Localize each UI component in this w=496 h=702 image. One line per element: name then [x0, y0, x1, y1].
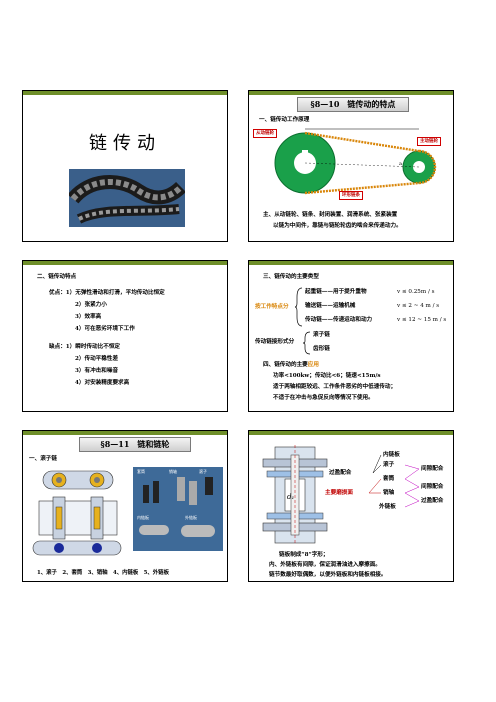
fit-clearance-2: 间隙配合	[421, 484, 444, 490]
advantage-2: 2）张紧力小	[75, 302, 107, 308]
fit-interference-1: 过盈配合	[329, 470, 352, 476]
label-driver-sprocket: 主动链轮	[417, 137, 441, 146]
slide-heading: §8—10 链传动的特点	[297, 97, 409, 112]
chain-drive-diagram: a	[274, 128, 437, 195]
principle-line: 以链为中间件，靠链与链轮轮齿的啮合来传递动力。	[273, 223, 402, 229]
components-line: 主、从动链轮、链条、封闭装置、润滑系统、张紧装置	[263, 212, 398, 218]
section-heading: 三、链传动的主要类型	[263, 274, 319, 280]
photo-label-roller: 滚子	[199, 469, 207, 474]
note-8-shape: 链板制成“8”字形；	[279, 552, 329, 558]
type-transmission: 传动链——传递运动和动力	[305, 317, 373, 323]
speed-transmission: v ≤ 12 ~ 15 m / s	[397, 317, 447, 323]
application-unsuitable: 不适于在冲击与急促反向等情况下使用。	[273, 395, 374, 401]
part-outer-plate: 外链板	[379, 504, 396, 510]
part-inner-plate: 内链板	[383, 452, 400, 458]
slide-heading: §8—11 链和链轮	[79, 437, 191, 452]
section-heading: 一、滚子链	[29, 456, 57, 462]
chain-image	[69, 169, 185, 227]
form-roller: 滚子链	[313, 332, 330, 338]
photo-label-outer-plate: 外链板	[185, 515, 197, 520]
advantage-1: 优点：1）无弹性滑动和打滑，平均传动比恒定	[49, 290, 165, 296]
slide-accent-bar	[249, 261, 453, 265]
slide-accent-bar	[23, 431, 227, 435]
speed-lifting: v ≤ 0.25m / s	[397, 289, 435, 295]
group-by-form: 传动链接形式分	[255, 339, 295, 345]
slide-roller-chain: §8—11 链和链轮 一、滚子链	[22, 430, 228, 582]
slide-roller-chain-structure: d₁ 过盈配合 主要磨损面 内链板 滚子 套筒 销轴 外链板 间隙配合 间隙配合…	[248, 430, 454, 582]
application-prefix: 四、链传动的主要	[263, 362, 308, 368]
slide-title: 链传动	[22, 90, 228, 242]
form-tooth: 齿形链	[313, 346, 330, 352]
chain-photo	[69, 169, 185, 227]
section-heading: 一、链传动工作原理	[259, 117, 310, 123]
slide-accent-bar	[23, 91, 227, 95]
roller-chain-drawing	[32, 470, 122, 556]
advantage-3: 3）效率高	[75, 314, 102, 320]
chain-section-drawing: d₁	[262, 445, 328, 545]
slide-accent-bar	[23, 261, 227, 265]
type-conveying: 输送链——运输机械	[305, 303, 356, 309]
application-limits: 功率<100kw；传动比<6；链速<15m/s	[273, 373, 381, 379]
advantage-4: 4）可在恶劣环境下工作	[75, 326, 135, 332]
center-distance-label: a	[399, 161, 402, 167]
section-heading: 二、链传动特点	[37, 274, 77, 280]
fit-clearance-1: 间隙配合	[421, 466, 444, 472]
wear-surface: 主要磨损面	[325, 490, 353, 496]
photo-label-inner-plate: 内链板	[137, 515, 149, 520]
parts-caption: 1、滚子 2、套筒 3、销轴 4、内链板 5、外链板	[37, 570, 169, 576]
photo-label-pin: 销轴	[169, 469, 177, 474]
speed-conveying: v ≤ 2 ~ 4 m / s	[397, 303, 440, 309]
connector-lines	[368, 454, 420, 508]
photo-label-sleeve: 套筒	[137, 469, 145, 474]
disadvantage-3: 3）有冲击和噪音	[75, 368, 119, 374]
slide-accent-bar	[249, 431, 453, 435]
label-driven-sprocket: 从动链轮	[253, 129, 277, 138]
fit-interference-2: 过盈配合	[421, 498, 444, 504]
group-by-work: 按工作特点分	[255, 304, 289, 310]
disadvantage-2: 2）传动平稳性差	[75, 356, 119, 362]
slide-accent-bar	[249, 91, 453, 95]
slide-chain-principle: §8—10 链传动的特点 一、链传动工作原理 a 从动链轮 主动链轮 环形链条 …	[248, 90, 454, 242]
brace-icon	[295, 287, 303, 327]
disadvantage-1: 缺点：1）瞬时传动比不恒定	[49, 344, 121, 350]
main-title: 链传动	[89, 133, 161, 154]
application-suitable: 适于两轴相距较远、工作条件恶劣的中低速传动；	[273, 384, 397, 390]
chain-parts-photo: 套筒 销轴 滚子 内链板 外链板	[133, 467, 223, 551]
note-clearance: 内、外链板有间隙，保证润滑油进入摩擦面。	[269, 562, 381, 568]
part-pin: 销轴	[383, 490, 395, 496]
label-ring-chain: 环形链条	[339, 191, 363, 200]
application-highlight: 应用	[307, 362, 319, 368]
part-sleeve: 套筒	[383, 476, 395, 482]
slide-types: 三、链传动的主要类型 按工作特点分 起重链——用于提升重物 v ≤ 0.25m …	[248, 260, 454, 412]
type-lifting: 起重链——用于提升重物	[305, 289, 367, 295]
parts-illustration	[139, 477, 215, 537]
disadvantage-4: 4）对安装精度要求高	[75, 380, 130, 386]
application-heading: 四、链传动的主要应用	[263, 361, 319, 369]
slide-features: 二、链传动特点 优点：1）无弹性滑动和打滑，平均传动比恒定 2）张紧力小 3）效…	[22, 260, 228, 412]
diameter-label: d₁	[287, 493, 294, 501]
note-even-links: 链节数最好取偶数，以便外链板和内链板相接。	[269, 572, 387, 578]
brace-icon	[303, 331, 311, 355]
part-roller: 滚子	[383, 462, 395, 468]
